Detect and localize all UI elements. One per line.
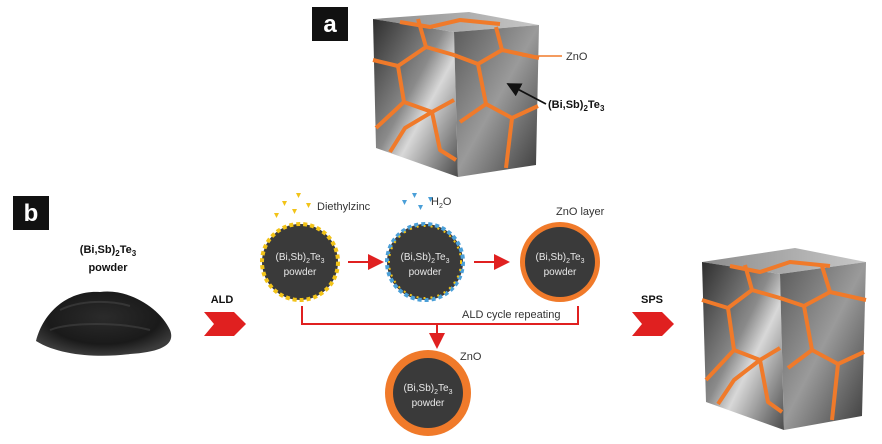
svg-text:powder: powder	[412, 398, 445, 409]
bisbte-label-a: (Bi,Sb)2Te3	[548, 99, 605, 113]
panel-b: b (Bi,Sb)2Te3 powder ALD Diethylzinc	[13, 193, 867, 436]
ald-cycle-label: ALD cycle repeating	[462, 309, 560, 321]
powder-title: (Bi,Sb)2Te3	[80, 244, 137, 258]
particle-diethylzinc: (Bi,Sb)2Te3 powder	[260, 222, 340, 302]
panel-b-letter-box	[13, 196, 49, 230]
svg-text:powder: powder	[409, 267, 442, 278]
svg-text:(Bi,Sb)2Te3: (Bi,Sb)2Te3	[401, 252, 450, 265]
diethylzinc-molecules	[274, 193, 311, 218]
particle-zno-layer: (Bi,Sb)2Te3 powder	[520, 222, 600, 302]
panel-a: a ZnO (Bi,Sb)2Te3	[312, 7, 605, 177]
panel-a-letter: a	[323, 11, 337, 38]
zno-grain-boundaries-b	[701, 260, 867, 421]
panel-b-letter: b	[24, 200, 39, 227]
water-molecules	[402, 193, 433, 210]
svg-text:(Bi,Sb)2Te3: (Bi,Sb)2Te3	[404, 383, 453, 396]
zno-grain-boundaries-a	[372, 18, 540, 169]
ald-label: ALD	[211, 294, 234, 306]
zno-label-a: ZnO	[566, 51, 588, 63]
composite-cube-a	[372, 12, 540, 177]
particle-final-zno: (Bi,Sb)2Te3 powder	[385, 350, 471, 436]
cube-b-side-face	[780, 262, 866, 430]
sps-arrow	[632, 312, 674, 336]
zno-label-b: ZnO	[460, 351, 482, 363]
particle-water: (Bi,Sb)2Te3 powder	[385, 222, 465, 302]
cube-a-side-face	[454, 25, 539, 177]
ald-cycle-bracket	[301, 306, 579, 325]
diethylzinc-label: Diethylzinc	[317, 201, 371, 213]
svg-text:powder: powder	[544, 267, 577, 278]
sps-label: SPS	[641, 294, 663, 306]
powder-pile	[36, 291, 172, 356]
powder-title-line2: powder	[88, 262, 128, 274]
svg-text:powder: powder	[284, 267, 317, 278]
bisbte-pointer-arrow-a	[506, 83, 547, 105]
zno-layer-label: ZnO layer	[556, 206, 605, 218]
ald-arrow	[204, 312, 246, 336]
h2o-label: H2O	[431, 196, 452, 210]
svg-text:(Bi,Sb)2Te3: (Bi,Sb)2Te3	[276, 252, 325, 265]
composite-cube-b	[701, 248, 867, 430]
panel-a-letter-box	[312, 7, 348, 41]
svg-text:(Bi,Sb)2Te3: (Bi,Sb)2Te3	[536, 252, 585, 265]
